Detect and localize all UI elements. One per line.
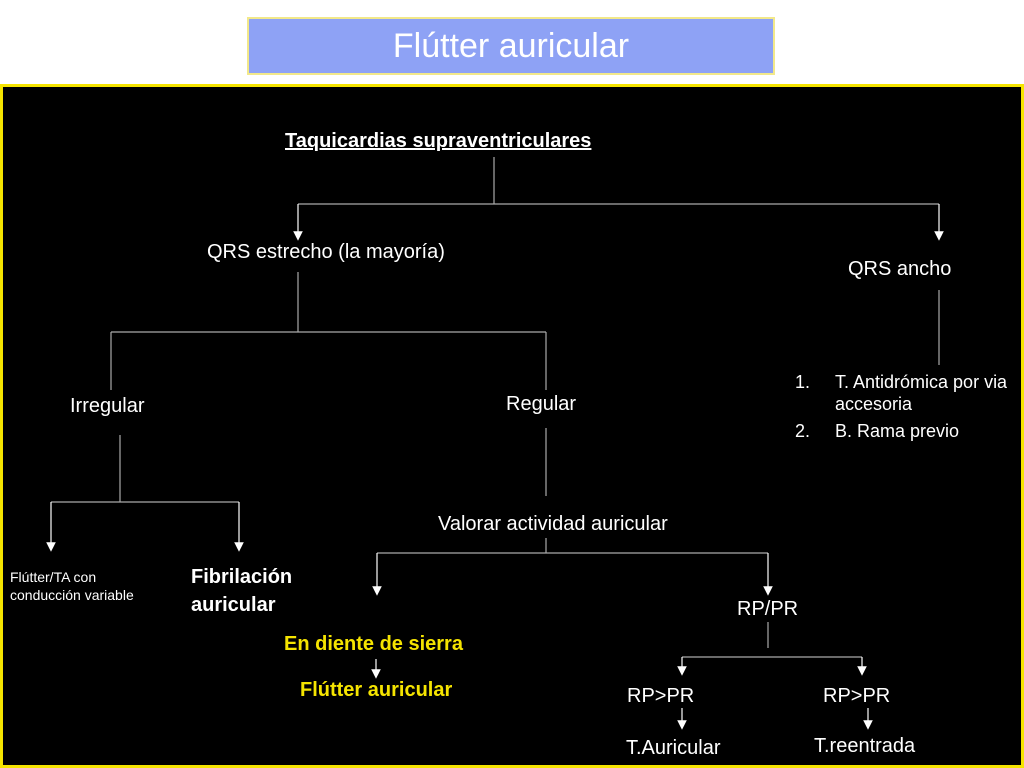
node-rp-gt-pr-right: RP>PR — [823, 685, 891, 707]
node-t-reentrada: T.reentrada — [814, 735, 916, 757]
node-rp-pr: RP/PR — [737, 598, 799, 620]
node-irregular: Irregular — [70, 395, 145, 417]
qrs-ancho-list: 1. T. Antidrómica por via accesoria 2. B… — [795, 372, 1015, 449]
node-fibrilacion: Fibrilación auricular — [191, 566, 293, 616]
node-valorar: Valorar actividad auricular — [438, 513, 668, 535]
list-item: 1. T. Antidrómica por via accesoria — [795, 372, 1008, 414]
node-t-auricular: T.Auricular — [626, 737, 721, 759]
node-flutter-auricular: Flútter auricular — [300, 679, 453, 701]
list-item: 2. B. Rama previo — [795, 421, 960, 442]
node-root: Taquicardias supraventriculares — [285, 130, 592, 152]
node-flutter-ta: Flútter/TA con conducción variable — [10, 569, 134, 603]
diagram-panel — [0, 84, 1024, 768]
node-rp-gt-pr-left: RP>PR — [627, 685, 695, 707]
node-qrs-estrecho: QRS estrecho (la mayoría) — [207, 241, 445, 263]
node-regular: Regular — [506, 393, 577, 415]
node-qrs-ancho: QRS ancho — [848, 258, 952, 280]
slide-title: Flútter auricular — [247, 17, 775, 75]
node-diente-sierra: En diente de sierra — [284, 633, 463, 655]
